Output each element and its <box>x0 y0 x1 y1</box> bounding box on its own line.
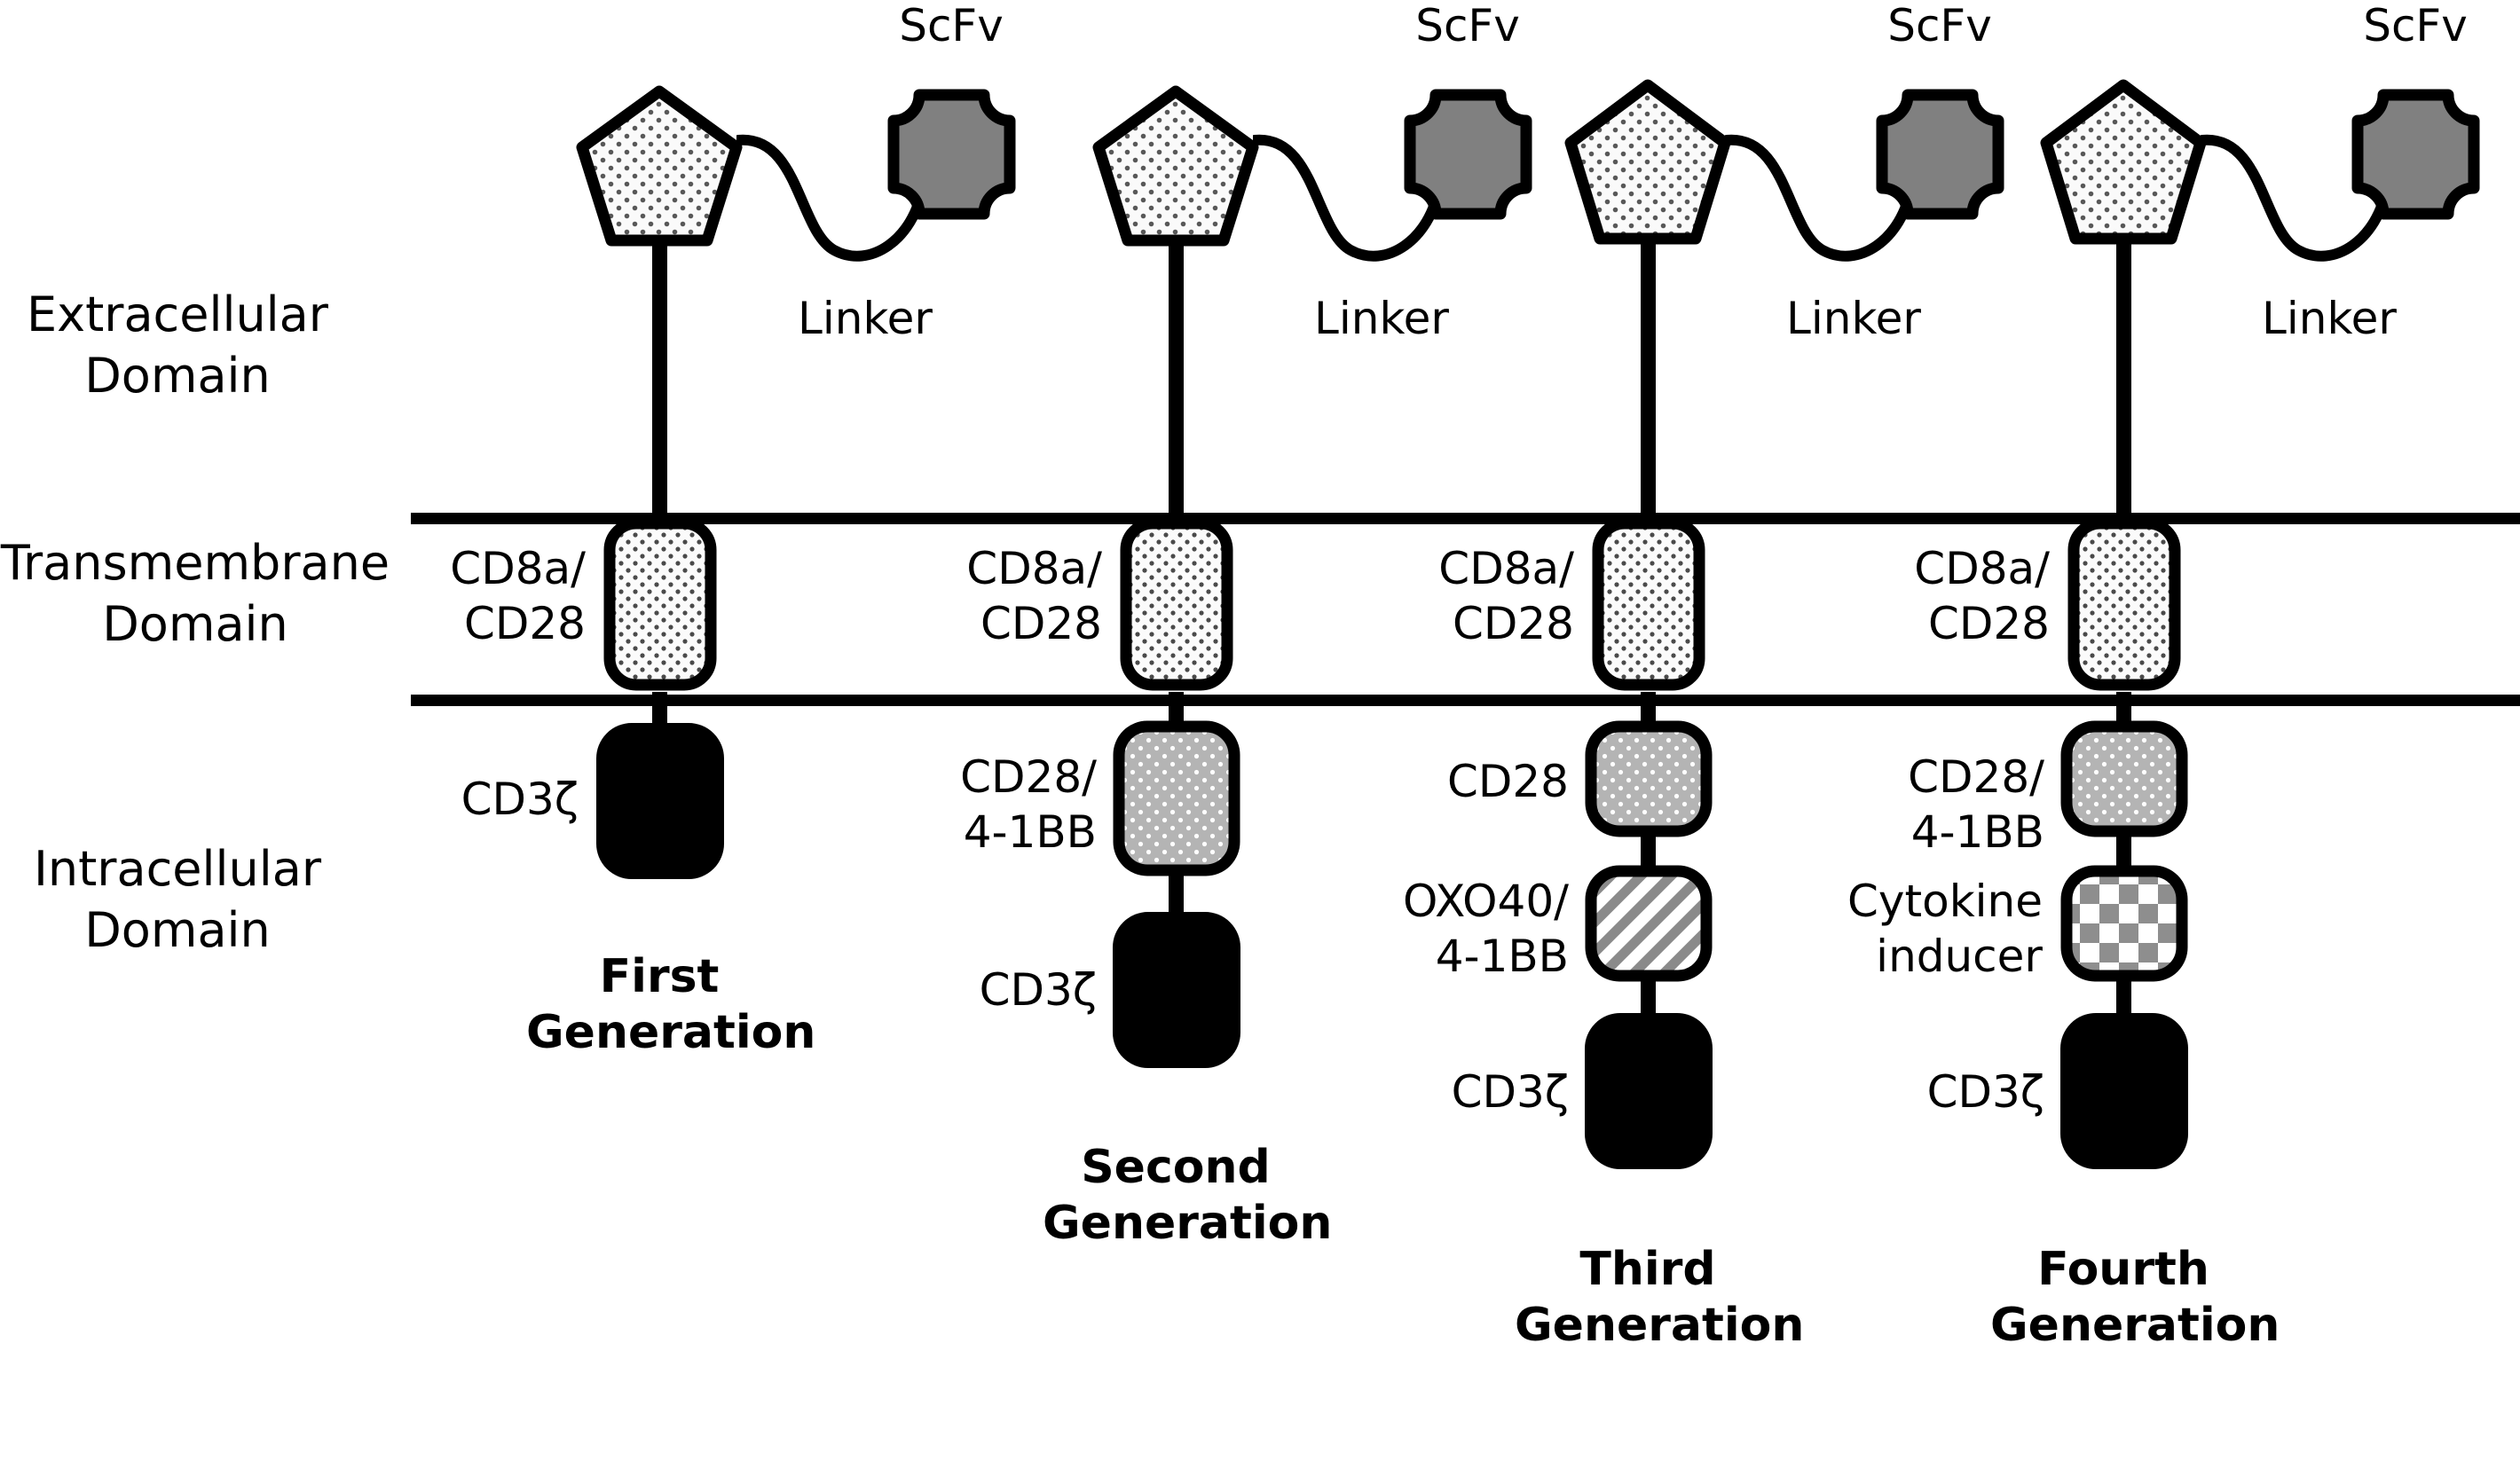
module-connector-stem <box>1169 869 1184 918</box>
intracellular-stem <box>1641 692 1656 727</box>
linker-curve <box>736 133 941 275</box>
scfv-box <box>2351 89 2480 220</box>
antigen-binding-pentagon <box>1563 78 1732 247</box>
intracellular-stem <box>652 692 667 727</box>
intracellular-stem <box>1169 692 1184 727</box>
row-label-extracellular: Extracellular Domain <box>27 287 328 405</box>
module-cd3zeta <box>1113 912 1240 1068</box>
module-connector-stem <box>1641 976 1656 1020</box>
scfv-box <box>1404 89 1532 220</box>
scfv-label: ScFv <box>1887 0 1992 51</box>
antigen-binding-pentagon <box>1091 84 1260 248</box>
linker-label: Linker <box>2262 293 2397 344</box>
module-label-cd3zeta: CD3ζ <box>1926 1066 2044 1118</box>
module-costim2 <box>1585 865 1713 982</box>
module-label-costim: CD28/ 4-1BB <box>960 751 1097 858</box>
module-cd3zeta <box>2060 1013 2188 1169</box>
linker-curve <box>2201 133 2405 275</box>
row-label-transmembrane: Transmembrane Domain <box>0 535 390 653</box>
antigen-binding-pentagon <box>575 84 744 248</box>
module-label-cytokine-inducer: Cytokine inducer <box>1847 876 2043 982</box>
linker-label: Linker <box>1786 293 1921 344</box>
row-label-intracellular: Intracellular Domain <box>33 841 322 959</box>
scfv-label: ScFv <box>899 0 1004 51</box>
module-cytokine-inducer <box>2060 865 2188 982</box>
module-connector-stem <box>2116 830 2131 871</box>
membrane-line-outer <box>411 513 2520 524</box>
linker-curve <box>1253 133 1457 275</box>
linker-curve <box>1725 133 1929 275</box>
transmembrane-label: CD8a/ CD28 <box>1914 543 2050 649</box>
module-connector-stem <box>2116 976 2131 1020</box>
transmembrane-label: CD8a/ CD28 <box>966 543 1102 649</box>
module-label-cd3zeta: CD3ζ <box>1451 1066 1569 1118</box>
scfv-box <box>1876 89 2004 220</box>
extracellular-stem <box>2116 235 2131 515</box>
extracellular-stem <box>1641 235 1656 515</box>
transmembrane-box <box>1592 517 1705 691</box>
module-costim1 <box>1585 720 1713 837</box>
transmembrane-box <box>1120 517 1233 691</box>
intracellular-stem <box>2116 692 2131 727</box>
module-costim <box>2060 720 2188 837</box>
antigen-binding-pentagon <box>2039 78 2208 247</box>
module-label-costim: CD28/ 4-1BB <box>1908 751 2044 858</box>
scfv-label: ScFv <box>1415 0 1520 51</box>
module-label-cd3zeta: CD3ζ <box>979 964 1097 1016</box>
membrane-line-inner <box>411 695 2520 706</box>
generation-caption-first: First Generation <box>526 950 816 1060</box>
module-costim <box>1113 720 1240 876</box>
extracellular-stem <box>652 235 667 515</box>
transmembrane-label: CD8a/ CD28 <box>450 543 586 649</box>
generation-caption-fourth: Fourth Generation <box>1990 1243 2280 1353</box>
scfv-label: ScFv <box>2363 0 2468 51</box>
transmembrane-box <box>603 517 717 691</box>
linker-label: Linker <box>1314 293 1449 344</box>
linker-label: Linker <box>798 293 933 344</box>
module-cd3zeta <box>1585 1013 1713 1169</box>
module-connector-stem <box>1641 830 1656 871</box>
module-label-costim1: CD28 <box>1446 756 1569 807</box>
generation-caption-third: Third Generation <box>1515 1243 1805 1353</box>
extracellular-stem <box>1169 235 1184 515</box>
transmembrane-box <box>2067 517 2181 691</box>
module-label-costim2: OXO40/ 4-1BB <box>1402 876 1569 982</box>
module-label-cd3zeta: CD3ζ <box>461 774 579 825</box>
module-cd3zeta <box>596 723 724 879</box>
scfv-box <box>887 89 1016 220</box>
generation-caption-second: Second Generation <box>1043 1141 1333 1251</box>
transmembrane-label: CD8a/ CD28 <box>1438 543 1574 649</box>
